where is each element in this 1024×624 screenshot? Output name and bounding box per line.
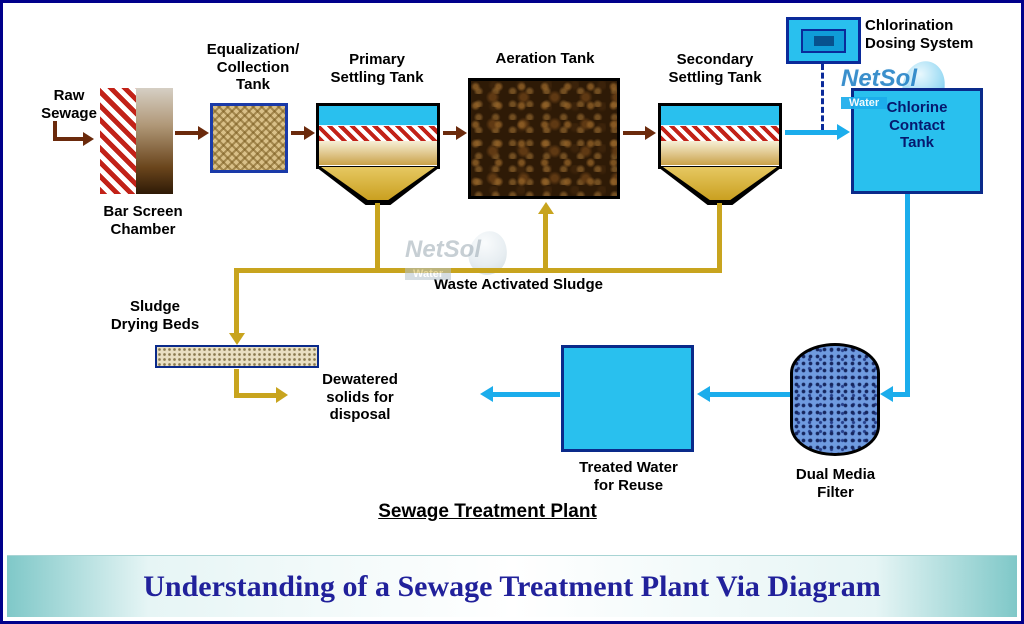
secondary-settling-tank (658, 103, 782, 205)
flow-line-contact-down (905, 194, 910, 394)
flow-arrowhead (880, 386, 893, 402)
dewatered-solids-label: Dewatered solids for disposal (322, 371, 398, 424)
secondary-settling-label: Secondary Settling Tank (668, 51, 762, 86)
primary-settling-tank (316, 103, 440, 205)
settling-funnel-fill (663, 167, 777, 200)
settling-funnel (658, 167, 782, 205)
treated-water-label: Treated Water for Reuse (579, 459, 678, 494)
sludge-line-primary-down (375, 203, 380, 271)
flow-arrow-aeration-to-secondary (623, 131, 645, 135)
flow-arrowhead (697, 386, 710, 402)
dosing-system-core (813, 35, 834, 46)
treated-water-tank (561, 345, 694, 452)
waste-activated-sludge-label: Waste Activated Sludge (434, 276, 603, 293)
flow-arrow-treated-out (493, 392, 560, 397)
sludge-arrowhead-down (229, 333, 245, 345)
dewatered-arrowhead (276, 387, 288, 403)
settling-funnel (316, 167, 440, 205)
water-band (319, 106, 437, 126)
return-sludge-arrowhead (538, 202, 554, 214)
sludge-line-to-beds (234, 271, 239, 333)
sludge-band (319, 141, 437, 165)
sludge-drying-beds (155, 345, 319, 368)
diagram-title: Sewage Treatment Plant (378, 501, 597, 522)
flow-arrow-primary-to-aeration (443, 131, 456, 135)
dual-media-filter (790, 343, 880, 456)
scum-band (661, 126, 779, 141)
dosing-system-inner (801, 28, 846, 53)
raw-sewage-arrow-segment (53, 121, 57, 141)
flow-arrow-barscreen-to-eq (175, 131, 198, 135)
chlorination-dosing-system (786, 17, 861, 64)
equalization-collection-tank (210, 103, 288, 173)
dewatered-line-right (234, 393, 276, 398)
flow-arrowhead (304, 126, 315, 140)
equalization-tank-label: Equalization/ Collection Tank (206, 41, 300, 94)
settling-tank-body (658, 103, 782, 169)
primary-settling-label: Primary Settling Tank (330, 51, 424, 86)
return-sludge-line-up (543, 214, 548, 270)
settling-funnel-fill (321, 167, 435, 200)
water-band (661, 106, 779, 126)
chlorine-dosing-feed-line (821, 64, 824, 130)
aeration-tank-label: Aeration Tank (495, 50, 595, 67)
dual-media-filter-label: Dual Media Filter (795, 466, 876, 501)
flow-line-to-filter (893, 392, 910, 397)
chlorination-dosing-label: Chlorination Dosing System (865, 17, 974, 52)
raw-sewage-arrow-segment (53, 137, 83, 141)
dewatered-line-down (234, 369, 239, 396)
raw-sewage-label: Raw Sewage (41, 87, 97, 122)
scum-band (319, 126, 437, 141)
flow-arrowhead (198, 126, 209, 140)
chlorine-contact-label: Chlorine Contact Tank (886, 99, 948, 152)
caption-text: Understanding of a Sewage Treatment Plan… (143, 569, 881, 603)
flow-arrowhead (456, 126, 467, 140)
flow-arrow-secondary-to-contact (785, 130, 837, 135)
bar-screen-label: Bar Screen Chamber (103, 203, 183, 238)
flow-arrowhead (837, 124, 850, 140)
settling-tank-body (316, 103, 440, 169)
sludge-line-horizontal (234, 268, 722, 273)
sludge-line-secondary-down (717, 203, 722, 271)
chlorine-contact-tank: Chlorine Contact Tank (851, 88, 983, 194)
flow-arrow-eq-to-primary (291, 131, 304, 135)
bar-screen-grille (100, 88, 136, 194)
flow-arrowhead (645, 126, 656, 140)
aeration-tank (468, 78, 620, 199)
raw-sewage-arrowhead (83, 132, 94, 146)
sludge-band (661, 141, 779, 165)
sludge-drying-beds-label: Sludge Drying Beds (110, 298, 200, 333)
flow-arrowhead (480, 386, 493, 402)
bar-screen-chamber (136, 88, 173, 194)
flow-arrow-filter-to-treated (710, 392, 790, 397)
caption-banner: Understanding of a Sewage Treatment Plan… (7, 555, 1017, 617)
